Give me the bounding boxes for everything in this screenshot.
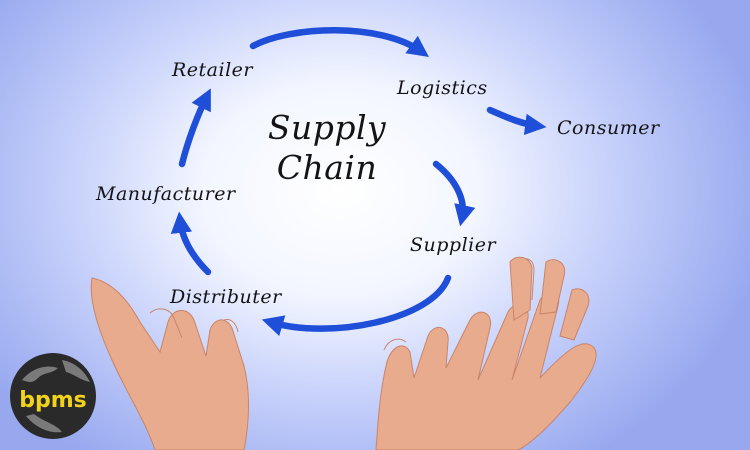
center-title: Supply Chain xyxy=(252,108,402,188)
arrow-distributer-to-manufacturer xyxy=(170,211,212,276)
arrow-logistics-to-consumer xyxy=(486,106,547,136)
bpms-logo: bpms xyxy=(10,353,96,439)
node-distributer: Distributer xyxy=(170,286,282,308)
left-hand-illustration xyxy=(90,277,249,450)
cycle-arrows xyxy=(170,27,547,336)
center-title-line2: Chain xyxy=(276,148,378,187)
center-title-line1: Supply xyxy=(267,108,387,147)
bpms-logo-text: bpms xyxy=(19,388,87,413)
arrow-manufacturer-to-retailer xyxy=(178,88,211,168)
arrow-retailer-to-logistics xyxy=(249,27,429,57)
right-hand-illustration xyxy=(375,258,597,450)
right-hand-fingers xyxy=(509,256,590,341)
arrow-supplier-to-distributer xyxy=(261,274,452,336)
arrow-chain-to-supplier xyxy=(432,160,476,227)
node-consumer: Consumer xyxy=(557,117,660,139)
node-retailer: Retailer xyxy=(172,59,253,81)
node-manufacturer: Manufacturer xyxy=(96,183,236,205)
node-logistics: Logistics xyxy=(397,77,488,99)
node-supplier: Supplier xyxy=(410,234,497,256)
